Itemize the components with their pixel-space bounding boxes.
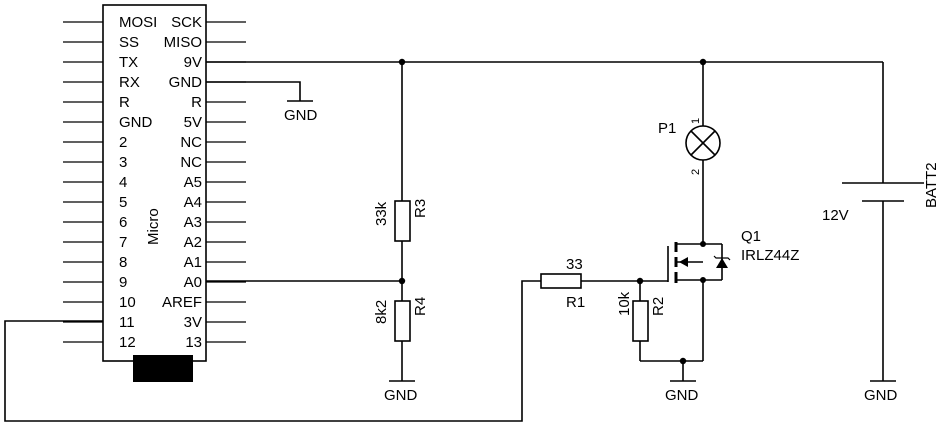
r2-value: 10k <box>616 291 633 316</box>
usb-connector <box>133 355 193 382</box>
board-right-pin-label: AREF <box>162 294 202 311</box>
r1-ref: R1 <box>566 294 585 311</box>
board-left-pin-label: 11 <box>119 314 135 331</box>
junction-dot <box>700 241 706 247</box>
board-right-pin-label: GND <box>169 74 203 91</box>
wire-pin11-to-r1 <box>4 280 541 422</box>
gnd-label: GND <box>864 387 898 404</box>
board-left-pin-label: R <box>119 94 130 111</box>
r3-value: 33k <box>373 201 390 226</box>
board-right-pin-label: MISO <box>164 34 202 51</box>
r2-ref: R2 <box>650 297 667 316</box>
board-left-pin-label: 2 <box>119 134 127 151</box>
junctions <box>398 58 707 365</box>
board-right-pin-label: R <box>191 94 202 111</box>
resistor-r3 <box>394 200 411 242</box>
battery-batt2 <box>842 182 924 202</box>
junction-dot <box>679 357 687 365</box>
board-right-pin-label: NC <box>180 154 202 171</box>
gnd-label: GND <box>665 387 699 404</box>
board-right-pin-label: SCK <box>171 14 202 31</box>
board-left-pin-label: TX <box>119 54 138 71</box>
junction-dot <box>699 58 707 66</box>
board-left-pin-label: 8 <box>119 254 127 271</box>
wires <box>4 61 896 422</box>
board-right-pin-label: A1 <box>184 254 202 271</box>
board-right-pin-label: 9V <box>184 54 202 71</box>
junction-dot <box>700 277 706 283</box>
micro-board: Micro MOSI SS TX RX R GND 2 3 4 5 6 7 8 9 10 11 12 SCK MI… <box>63 4 246 382</box>
mosfet-body-diode <box>716 258 728 268</box>
board-right-pin-label: A2 <box>184 234 202 251</box>
board-left-pin-label: 3 <box>119 154 127 171</box>
batt-ref: BATT2 <box>923 162 940 208</box>
board-left-pin-label: 6 <box>119 214 127 231</box>
p1-pin2: 2 <box>690 169 702 175</box>
board-right-pin-label: NC <box>180 134 202 151</box>
board-right-pin-label: A3 <box>184 214 202 231</box>
lamp-circle <box>685 125 721 161</box>
board-right-pin-label: A0 <box>184 274 202 291</box>
board-left-pin-label: GND <box>119 114 153 131</box>
lamp-cross <box>690 130 716 156</box>
board-left-pin-label: 4 <box>119 174 127 191</box>
lamp-p1 <box>685 125 721 161</box>
board-right-pin-label: A4 <box>184 194 202 211</box>
batt-value: 12V <box>822 207 849 224</box>
board-left-pin-label: MOSI <box>119 14 157 31</box>
r3-ref: R3 <box>412 199 429 218</box>
board-left-pin-label: SS <box>119 34 139 51</box>
board-left-pin-label: 5 <box>119 194 127 211</box>
resistor-r2 <box>632 300 649 342</box>
gnd-label: GND <box>384 387 418 404</box>
board-left-pin-label: 7 <box>119 234 127 251</box>
junction-dot <box>398 58 406 66</box>
board-left-pin-label: 10 <box>119 294 136 311</box>
board-name: Micro <box>145 208 162 245</box>
q1-part: IRLZ44Z <box>741 247 799 264</box>
board-right-pin-label: 13 <box>185 334 202 351</box>
board-left-pin-label: RX <box>119 74 140 91</box>
r4-ref: R4 <box>412 297 429 316</box>
mosfet-q1 <box>640 241 731 283</box>
r4-value: 8k2 <box>373 300 390 324</box>
board-left-pin-label: 9 <box>119 274 127 291</box>
p1-pin1: 1 <box>690 118 702 124</box>
board-right-pin-label: A5 <box>184 174 202 191</box>
r1-value: 33 <box>566 256 583 273</box>
wire-board-gnd <box>206 81 301 101</box>
board-right-pin-label: 3V <box>184 314 202 331</box>
p1-ref: P1 <box>658 120 676 137</box>
junction-dot <box>398 277 406 285</box>
board-left-pin-label: 12 <box>119 334 136 351</box>
board-left-pins: MOSI SS TX RX R GND 2 3 4 5 6 7 8 9 10 11 12 <box>63 14 157 351</box>
gnd-label: GND <box>284 107 318 124</box>
resistor-r4 <box>394 300 411 342</box>
labels: GND GND GND GND 33k R3 8k2 R4 10k R2 33 … <box>284 107 940 404</box>
q1-ref: Q1 <box>741 228 761 245</box>
board-right-pin-label: 5V <box>184 114 202 131</box>
mosfet-arrow <box>679 257 688 267</box>
mosfet-zener-bar <box>713 255 731 261</box>
resistor-r1 <box>540 273 582 289</box>
